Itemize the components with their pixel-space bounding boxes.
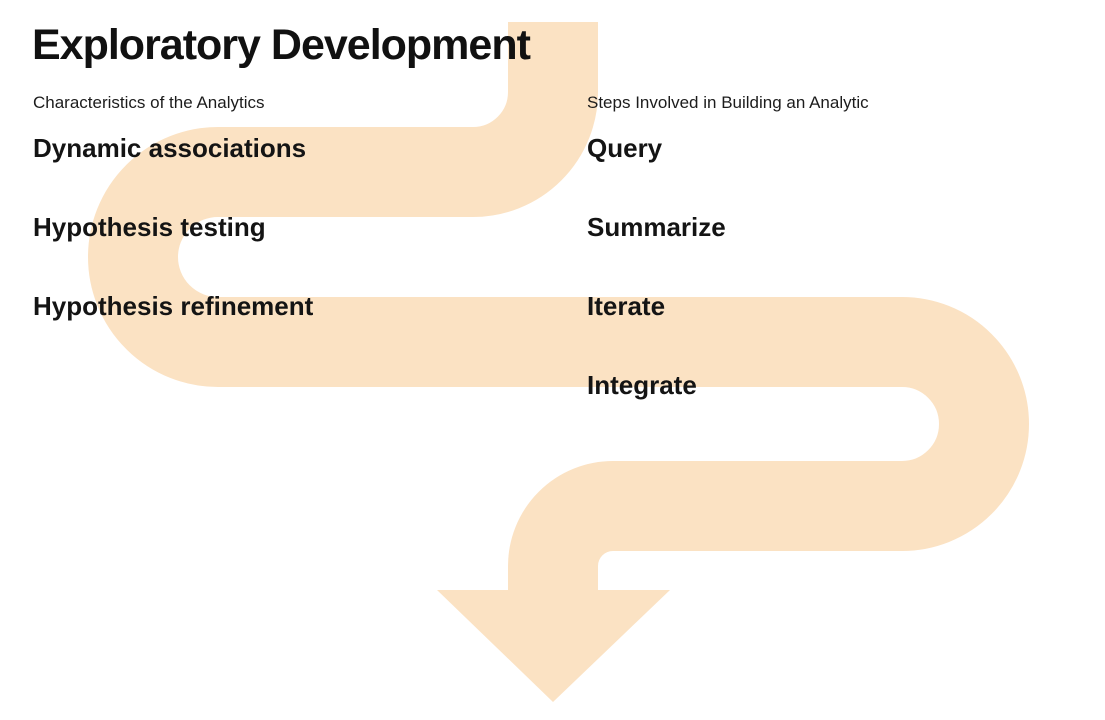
right-column-heading: Steps Involved in Building an Analytic [587,93,869,112]
right-item-iterate: Iterate [587,291,666,321]
arrow-shaft [88,22,1029,591]
arrow-head-down-icon [437,590,670,702]
right-item-integrate: Integrate [587,370,697,400]
left-column-heading: Characteristics of the Analytics [33,93,265,112]
left-item-hypothesis-testing: Hypothesis testing [33,212,266,242]
right-item-query: Query [587,133,663,163]
left-item-dynamic-associations: Dynamic associations [33,133,307,163]
right-item-summarize: Summarize [587,212,726,242]
left-item-hypothesis-refinement: Hypothesis refinement [33,291,314,321]
diagram-title: Exploratory Development [32,21,531,69]
